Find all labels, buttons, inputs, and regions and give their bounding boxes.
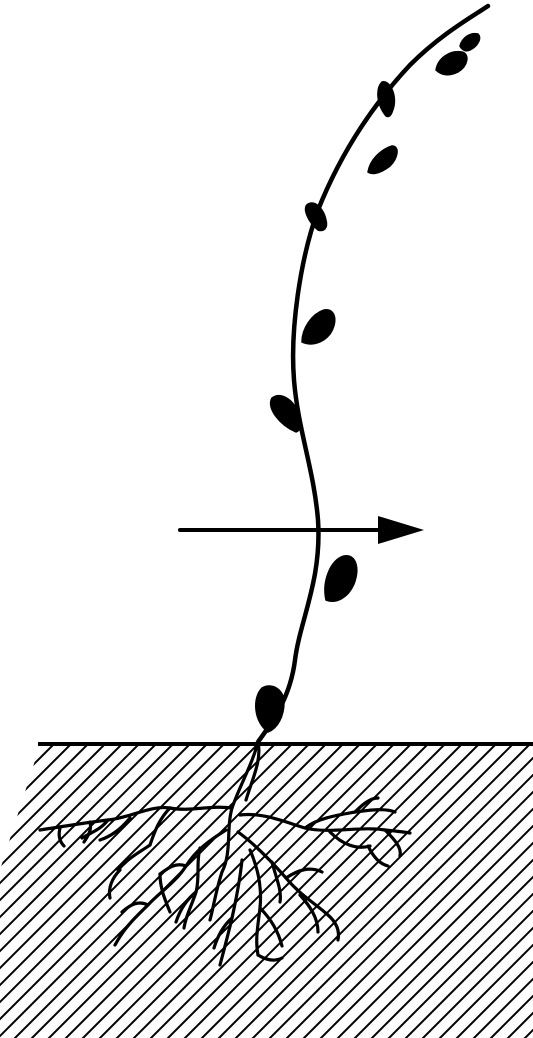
bud (302, 310, 335, 344)
roots (40, 742, 410, 965)
bud (368, 146, 397, 174)
arrow-head-icon (378, 516, 424, 544)
hatch-line (0, 745, 36, 1038)
hatch-line (280, 745, 533, 1038)
bud (460, 34, 480, 51)
soil-hatching (0, 745, 533, 1038)
hatch-line (0, 745, 138, 1038)
hatch-line (450, 745, 533, 1038)
hatch-line (0, 745, 206, 1038)
hatch-line (484, 745, 533, 1038)
cutting-stem (258, 6, 488, 742)
bud (325, 556, 357, 601)
hatch-line (0, 745, 2, 1038)
root-left-upper (40, 807, 232, 830)
hatch-line (0, 745, 104, 1038)
buds (256, 34, 480, 732)
bud (436, 52, 467, 75)
hatch-line (348, 745, 533, 1038)
hatch-line (246, 745, 533, 1038)
cut-mark-arrow (180, 516, 424, 544)
bud (256, 686, 284, 732)
hatch-line (0, 745, 240, 1038)
hatch-line (382, 745, 533, 1038)
bud (306, 203, 327, 230)
